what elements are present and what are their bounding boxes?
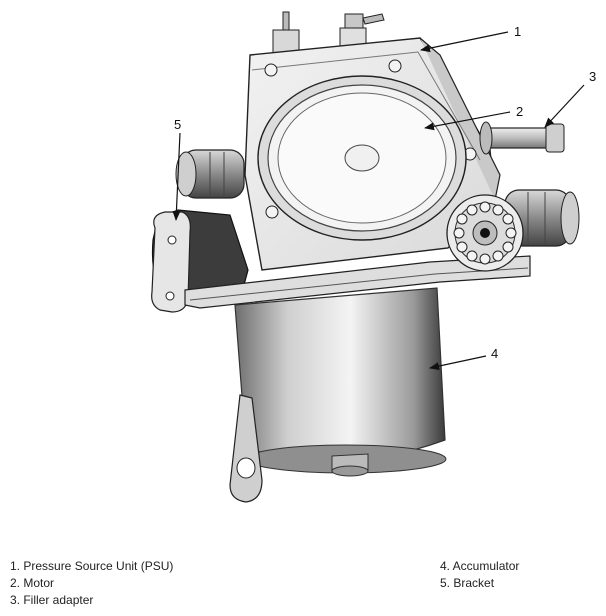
- pump-bearing: [446, 189, 580, 272]
- legend-item-3: 3. Filler adapter: [10, 593, 94, 607]
- psu-assembly-diagram: 1 2 3 4 5: [151, 11, 596, 503]
- bracket: [151, 209, 531, 503]
- accumulator-cylinder: [234, 287, 447, 477]
- legend-item-5: 5. Bracket: [440, 576, 495, 590]
- callout-number-1: 1: [514, 24, 521, 39]
- legend: 1. Pressure Source Unit (PSU) 2. Motor 3…: [0, 558, 606, 616]
- leader-line-3: [544, 84, 585, 128]
- filler-adapter: [479, 121, 565, 155]
- top-fittings: [272, 11, 385, 55]
- legend-item-2: 2. Motor: [10, 576, 55, 590]
- motor-face: [257, 75, 467, 241]
- leader-line-4: [429, 355, 487, 371]
- leader-lines: [172, 31, 585, 371]
- callout-number-5: 5: [174, 117, 181, 132]
- callout-number-4: 4: [491, 346, 498, 361]
- leader-line-1: [420, 31, 509, 53]
- leader-line-5: [172, 132, 181, 221]
- leader-line-2: [424, 111, 511, 131]
- motor-end-left: [175, 149, 245, 199]
- legend-item-1: 1. Pressure Source Unit (PSU): [10, 559, 174, 573]
- legend-item-4: 4. Accumulator: [440, 559, 520, 573]
- callout-number-3: 3: [589, 69, 596, 84]
- callout-number-2: 2: [516, 104, 523, 119]
